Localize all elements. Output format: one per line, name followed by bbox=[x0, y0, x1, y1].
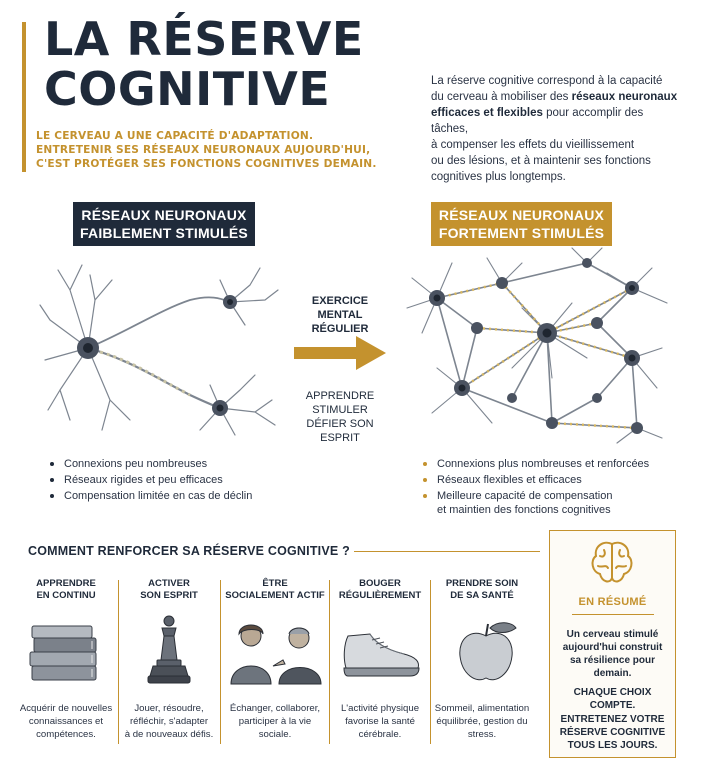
column-divider bbox=[220, 580, 221, 744]
strong-network-illustration bbox=[406, 247, 668, 444]
accent-bar bbox=[22, 22, 26, 172]
section-divider bbox=[354, 551, 540, 552]
sneaker-icon bbox=[343, 633, 420, 677]
list-item: Réseaux rigides et peu efficaces bbox=[48, 472, 288, 488]
mental-exercise-label: EXERCICE MENTAL RÉGULIER bbox=[311, 295, 369, 335]
arrow-right-icon bbox=[294, 336, 386, 370]
apple-icon bbox=[459, 622, 517, 681]
chess-king-icon bbox=[147, 615, 191, 684]
list-item-continuation: et maintien des fonctions cognitives bbox=[437, 504, 611, 516]
strong-network-badge: RÉSEAUX NEURONAUX FORTEMENT STIMULÉS bbox=[431, 202, 612, 246]
brain-icon bbox=[591, 541, 633, 583]
column-divider bbox=[329, 580, 330, 744]
list-item: Connexions peu nombreuses bbox=[48, 456, 288, 472]
summary-divider bbox=[572, 614, 654, 615]
tip-description: Échanger, collaborer,participer à la vie… bbox=[229, 703, 321, 740]
weak-network-badge: RÉSEAUX NEURONAUX FAIBLEMENT STIMULÉS bbox=[73, 202, 255, 246]
page-title: LA RÉSERVE COGNITIVE bbox=[44, 12, 364, 116]
list-item: Connexions plus nombreuses et renforcées bbox=[421, 456, 681, 472]
column-divider bbox=[430, 580, 431, 744]
intro-paragraph: La réserve cognitive correspond à la cap… bbox=[431, 75, 678, 183]
weak-network-list: Connexions peu nombreuses Réseaux rigide… bbox=[48, 456, 288, 504]
strong-network-list: Connexions plus nombreuses et renforcées… bbox=[421, 456, 681, 518]
column-divider bbox=[118, 580, 119, 744]
list-item: Réseaux flexibles et efficaces bbox=[421, 472, 681, 488]
books-icon bbox=[29, 625, 97, 681]
weak-network-illustration bbox=[39, 264, 279, 436]
list-item: Compensation limitée en cas de déclin bbox=[48, 488, 288, 504]
summary-title: EN RÉSUMÉ bbox=[578, 596, 647, 608]
list-item: Meilleure capacité de compensation bbox=[421, 488, 681, 504]
people-talking-icon bbox=[230, 624, 322, 685]
how-to-title: COMMENT RENFORCER SA RÉSERVE COGNITIVE ? bbox=[28, 544, 350, 558]
tagline: LE CERVEAU A UNE CAPACITÉ D'ADAPTATION. … bbox=[36, 130, 377, 170]
stimulation-label: APPRENDRE STIMULER DÉFIER SON ESPRIT bbox=[305, 390, 375, 444]
